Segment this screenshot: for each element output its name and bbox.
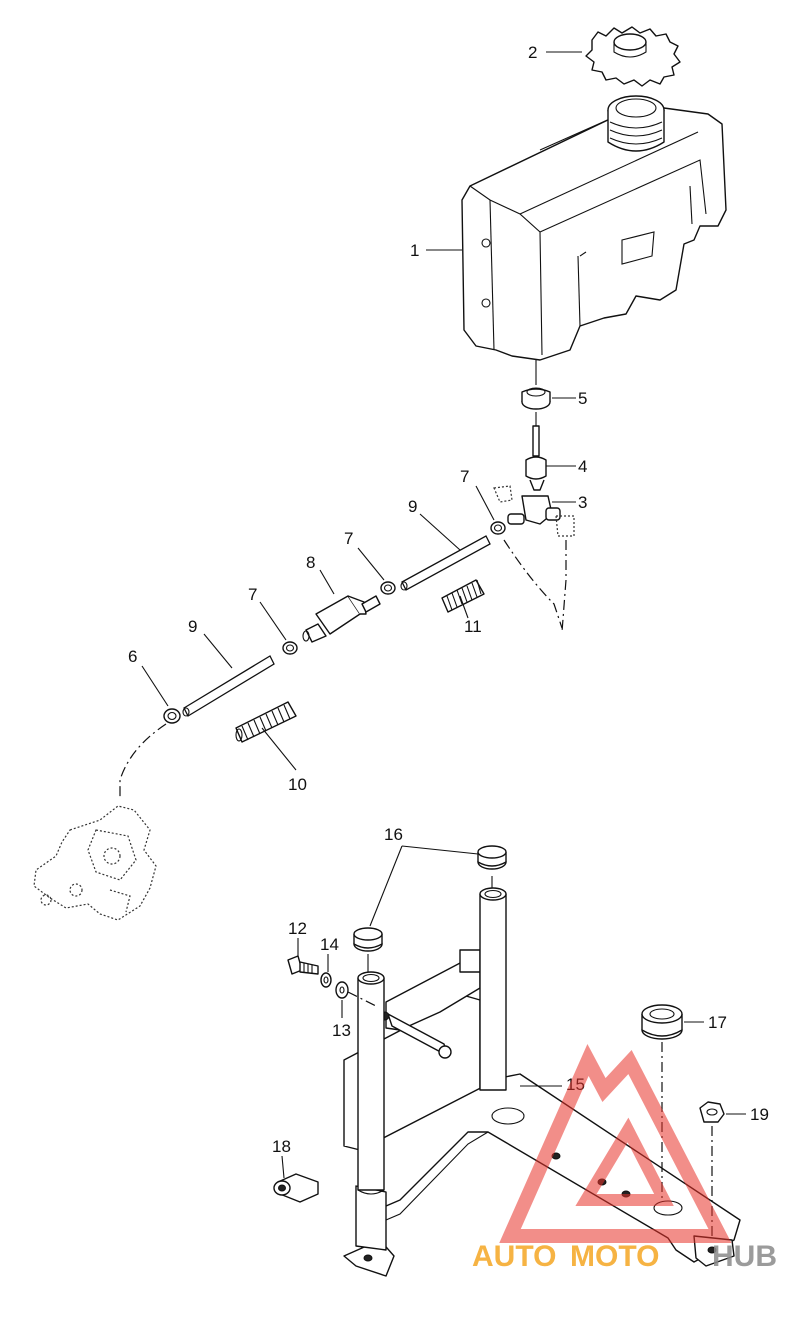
callout-7-middle: 7 xyxy=(344,529,353,548)
cable-clip-18 xyxy=(273,1173,319,1203)
lock-washer-14 xyxy=(320,972,332,988)
watermark-text: AUTO MOTO HUB xyxy=(472,1240,777,1273)
spring-lower xyxy=(235,701,297,743)
callout-1: 1 xyxy=(410,241,419,260)
tank-bracket-frame xyxy=(343,876,741,1277)
hose-clamp-upper xyxy=(490,521,563,629)
fuel-cap xyxy=(585,26,681,87)
callout-9-upper: 9 xyxy=(408,497,417,516)
flat-washer-13 xyxy=(335,981,377,1007)
fuel-tank xyxy=(461,95,727,385)
leader-lines xyxy=(141,51,746,1179)
callout-7-lower: 7 xyxy=(248,585,257,604)
callout-4: 4 xyxy=(578,457,587,476)
callout-13: 13 xyxy=(332,1021,351,1040)
callout-3: 3 xyxy=(578,493,587,512)
inline-fuel-filter xyxy=(302,595,381,643)
fuel-hose-upper xyxy=(400,535,491,591)
callout-10: 10 xyxy=(288,775,307,794)
callout-11: 11 xyxy=(464,617,482,636)
callout-18: 18 xyxy=(272,1137,291,1156)
callout-8: 8 xyxy=(306,553,315,572)
bolt-12 xyxy=(287,955,319,975)
callout-6: 6 xyxy=(128,647,137,666)
watermark-auto: AUTO xyxy=(472,1240,556,1273)
callout-7-upper: 7 xyxy=(460,467,469,486)
tank-grommet xyxy=(521,387,551,426)
fuel-outlet-fitting xyxy=(525,425,547,491)
hose-clamp-6 xyxy=(119,708,181,800)
grommet-17 xyxy=(641,1004,683,1200)
callout-2: 2 xyxy=(528,43,537,62)
callout-19: 19 xyxy=(750,1105,769,1124)
spring-upper xyxy=(441,579,485,613)
callout-9-lower: 9 xyxy=(188,617,197,636)
watermark-logo xyxy=(499,1044,732,1243)
watermark-hub: HUB xyxy=(712,1240,777,1273)
callout-12: 12 xyxy=(288,919,307,938)
fuel-hose-lower xyxy=(182,655,275,717)
hose-clamp-middle xyxy=(380,581,396,595)
callout-5: 5 xyxy=(578,389,587,408)
hose-clamp-lower xyxy=(282,641,298,655)
cap-plug-left xyxy=(353,927,383,952)
callout-17: 17 xyxy=(708,1013,727,1032)
fuel-shutoff-valve xyxy=(493,485,575,633)
carburetor-phantom xyxy=(33,805,157,921)
watermark-moto: MOTO xyxy=(570,1240,659,1273)
callout-16: 16 xyxy=(384,825,403,844)
callout-14: 14 xyxy=(320,935,339,954)
cap-plug-right xyxy=(477,845,507,870)
